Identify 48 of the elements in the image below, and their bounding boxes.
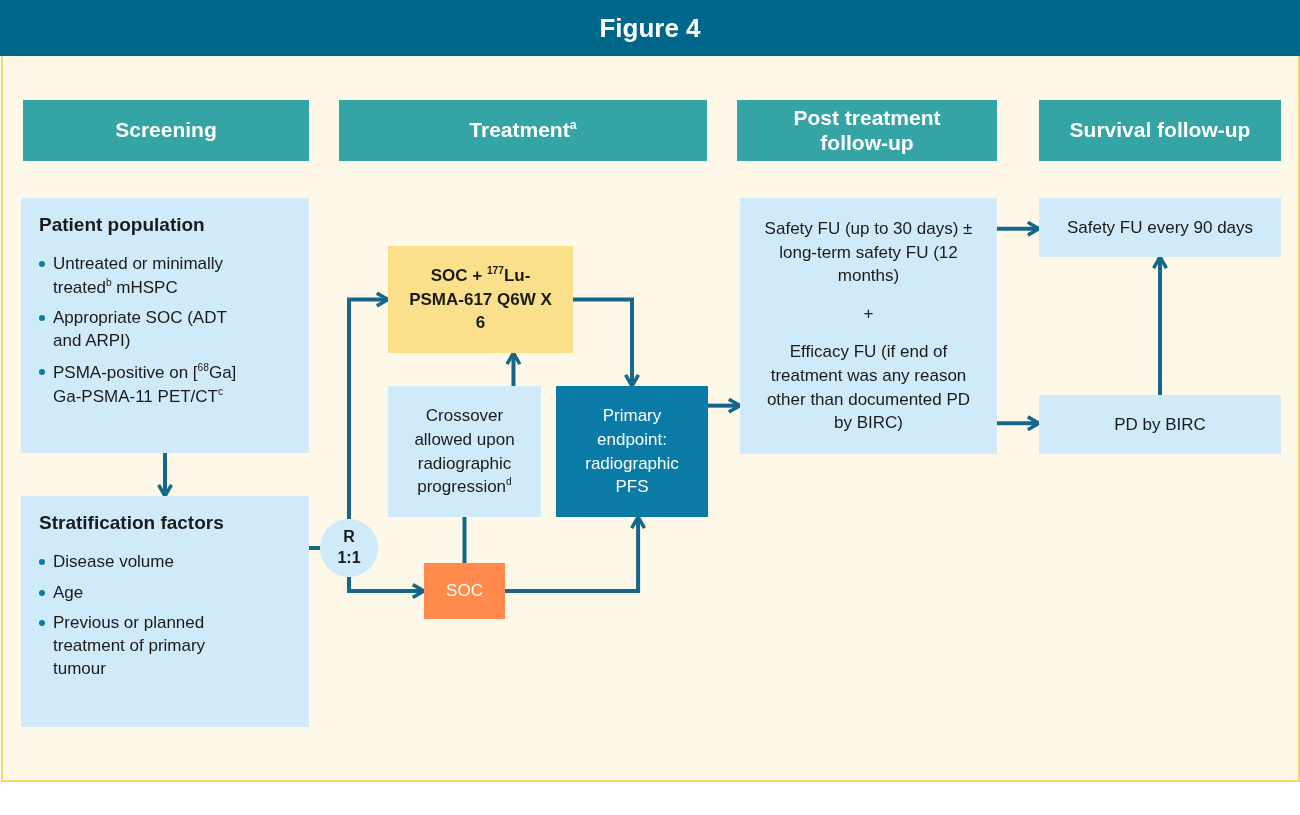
bullet-item: Previous or planned treatment of primary tumour	[39, 612, 249, 682]
box-text: PD by BIRC	[1114, 413, 1206, 436]
follow-up-box	[740, 198, 997, 454]
plus-sign: +	[863, 303, 874, 326]
bullet-item: Appropriate SOC (ADT and ARPI)	[39, 307, 249, 353]
phase-header	[737, 100, 997, 161]
header-text: Screening	[115, 118, 217, 143]
connector-line	[462, 517, 467, 563]
phase-header	[1039, 100, 1281, 161]
bullet-item: PSMA-positive on [$^{68}$Ga] Ga-PSMA-11 PET/CT$^{c}$	[39, 361, 249, 409]
box-text: Efficacy FU (if end of treatment was any reason other than documented PD by BIRC)	[765, 341, 972, 435]
arrow	[997, 415, 1041, 432]
box-text: SOC	[446, 580, 483, 603]
criteria-box	[21, 496, 309, 727]
arrow	[708, 397, 742, 414]
process-box	[556, 386, 708, 517]
arrow	[997, 220, 1041, 237]
arrow	[347, 577, 426, 600]
box-heading: Stratification factors	[39, 511, 224, 535]
ratio-label: R 1:1	[336, 527, 362, 568]
header-text: Post treatment follow-up	[792, 106, 942, 155]
phase-header	[339, 100, 707, 161]
box-text: Safety FU (up to 30 days) ± long-term safety FU (12 months)	[763, 217, 974, 288]
process-box	[1039, 395, 1281, 454]
bullet-item: Disease volume	[39, 550, 174, 574]
header-text: Survival follow-up	[1069, 118, 1251, 143]
box-text: Primary endpoint: radiographic PFS	[584, 404, 680, 499]
arrow	[1151, 255, 1169, 395]
bullet-item: Age	[39, 581, 84, 605]
arrow	[505, 515, 647, 593]
figure-title: Figure 4	[0, 0, 1300, 56]
box-text: Crossover allowed upon radiographic progression$^{d}$	[413, 404, 516, 499]
box-text: Safety FU every 90 days	[1066, 216, 1254, 239]
process-box	[388, 246, 573, 353]
criteria-box	[21, 198, 309, 453]
arrow	[156, 453, 174, 498]
box-heading: Patient population	[39, 213, 205, 237]
process-box	[424, 563, 505, 619]
header-text: Treatment$^{a}$	[469, 118, 577, 143]
process-box	[1039, 198, 1281, 257]
phase-header	[23, 100, 309, 161]
box-text: SOC + $^{177}$Lu-PSMA-617 Q6W X 6	[408, 264, 553, 335]
connector-line	[309, 546, 320, 550]
bullet-item: Untreated or minimally treated$^{b}$ mHSPC	[39, 252, 249, 300]
arrow	[573, 297, 641, 388]
arrow	[347, 291, 390, 519]
arrow	[505, 351, 522, 386]
process-box	[388, 386, 541, 517]
